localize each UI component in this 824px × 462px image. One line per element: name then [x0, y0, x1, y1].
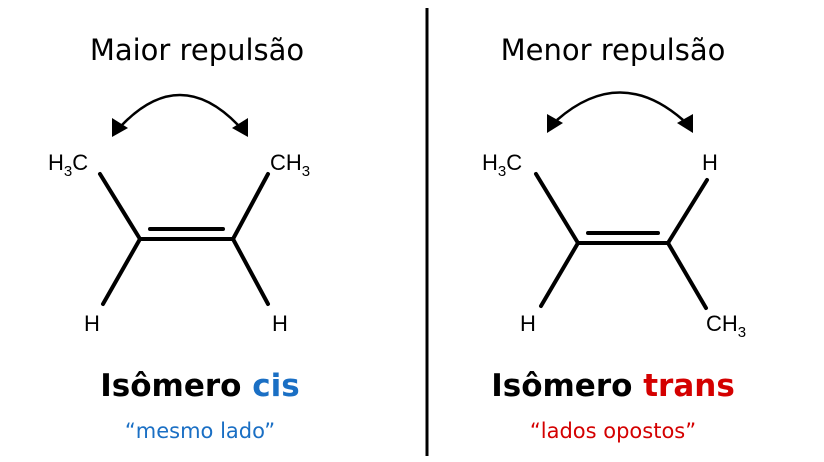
trans-panel: Menor repulsão H3C H H CH3 Isômero trans… [482, 33, 746, 443]
atom-h3c: H3C [482, 150, 522, 180]
arrowhead-left-icon [547, 114, 563, 133]
cis-title: Maior repulsão [90, 33, 304, 67]
cis-molecule [98, 172, 270, 306]
arrowhead-left-icon [112, 118, 128, 137]
atom-h: H [520, 311, 536, 336]
atom-h: H [702, 150, 718, 175]
repulsion-arrow-icon [121, 93, 239, 126]
atom-h: H [272, 311, 288, 336]
trans-isomer-label: Isômero trans [491, 368, 735, 404]
atom-ch3: CH3 [706, 311, 746, 341]
atom-h3c: H3C [48, 150, 88, 180]
repulsion-arrow-icon [556, 91, 684, 121]
cis-isomer-label: Isômero cis [100, 368, 299, 404]
atom-h: H [84, 311, 100, 336]
atom-ch3: CH3 [270, 150, 310, 180]
cis-panel: Maior repulsão H3C CH3 H H Isômero cis “… [48, 33, 310, 443]
arrowhead-right-icon [232, 118, 248, 137]
trans-title: Menor repulsão [501, 33, 726, 67]
cis-caption: “mesmo lado” [125, 419, 275, 443]
trans-molecule [534, 172, 709, 310]
arrowhead-right-icon [677, 114, 693, 133]
trans-caption: “lados opostos” [530, 419, 696, 443]
